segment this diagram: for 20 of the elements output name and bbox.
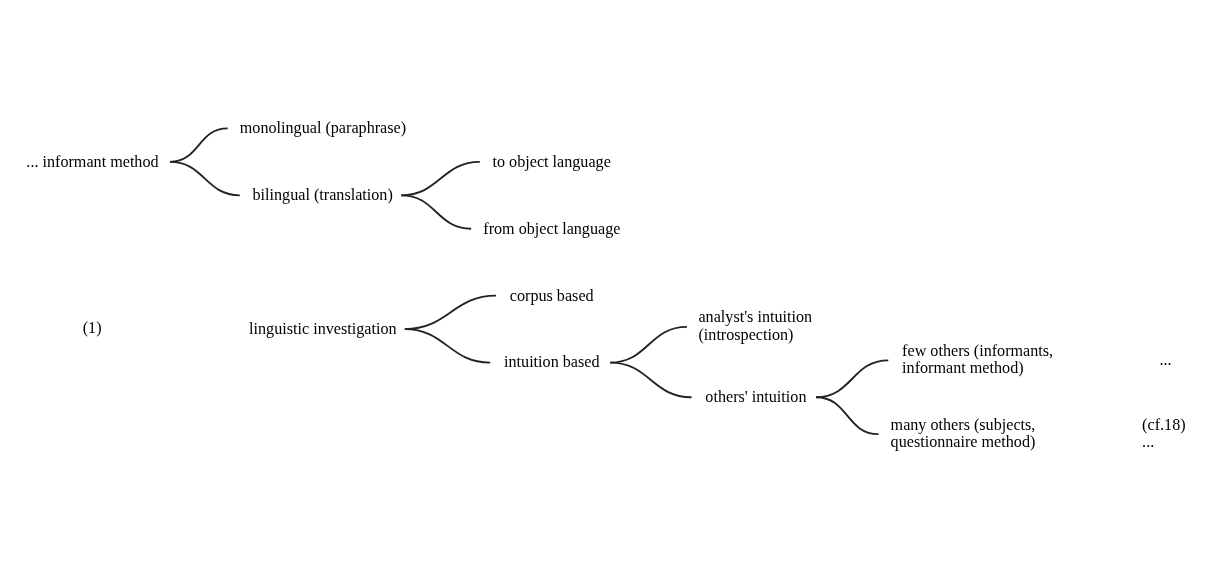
connector xyxy=(169,160,241,196)
connector xyxy=(403,327,492,364)
connector xyxy=(400,193,473,230)
node-text: linguistic investigation xyxy=(249,319,397,337)
connector xyxy=(609,361,693,398)
node-text: few others (informants, informant method) xyxy=(902,341,1054,376)
connector xyxy=(815,395,880,435)
node-text: intuition based xyxy=(504,352,600,370)
node-text: ... informant method xyxy=(26,152,159,170)
node-text: corpus based xyxy=(509,286,594,304)
node-text: monolingual (paraphrase) xyxy=(239,118,407,136)
node-text: many others (subjects, questionnaire method) xyxy=(890,415,1036,450)
node-text: others' intuition xyxy=(705,387,807,405)
label: (1) xyxy=(82,318,102,336)
node-text: to object language xyxy=(492,152,611,170)
node-label: (cf.18) xyxy=(1142,415,1186,433)
node-text: bilingual (translation) xyxy=(252,185,393,203)
node-label: ... xyxy=(1159,350,1172,368)
node-text: analyst's intuition (introspection) xyxy=(698,307,813,343)
node-text: from object language xyxy=(483,219,621,237)
